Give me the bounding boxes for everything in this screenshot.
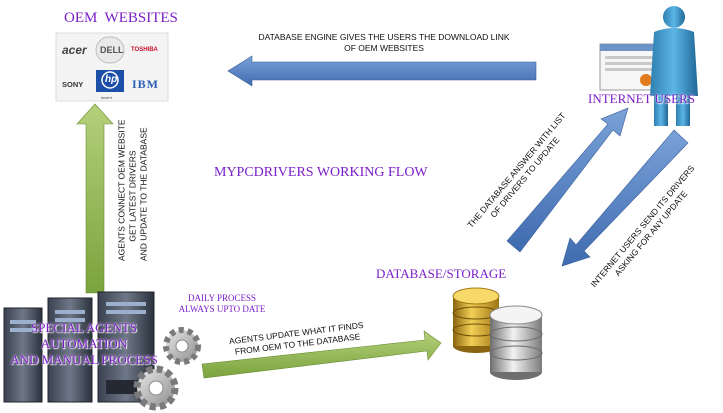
agents-label-line-2: AUTOMATION [40, 336, 128, 351]
oem-logo-panel [55, 32, 169, 102]
agents-connect-line-1: AGENTS CONNECT OEM WEBSITE [116, 119, 127, 261]
oem-websites-heading: OEM WEBSITES [64, 10, 178, 26]
ibm-logo: IBM [132, 77, 159, 91]
arrow-agents-to-oem [76, 103, 114, 294]
arrow-download-link [227, 55, 537, 87]
download-link-caption: DATABASE ENGINE GIVES THE USERS THE DOWN… [234, 32, 534, 54]
hp-logo: hp [105, 74, 118, 85]
internet-users-label: INTERNET USERS [588, 91, 696, 106]
daily-process-line-1: DAILY PROCESS [187, 293, 257, 303]
internet-user-figure [599, 6, 698, 126]
database-storage-label: DATABASE/STORAGE [376, 266, 507, 281]
toshiba-logo: TOSHIBA [131, 47, 158, 53]
hp-invent-tag: invent [101, 95, 112, 100]
arrow-db-answer [506, 107, 629, 253]
agents-connect-line-2: GET LATEST DRIVERS [127, 150, 138, 242]
download-link-line-1: DATABASE ENGINE GIVES THE USERS THE DOWN… [258, 32, 510, 42]
gears-icon [133, 327, 201, 411]
agents-label-line-1: SPECIAL AGENTS [30, 320, 138, 335]
dell-logo: DELL [100, 45, 124, 55]
agents-connect-caption: AGENTS CONNECT OEM WEBSITE GET LATEST DR… [116, 119, 150, 261]
sony-logo: SONY [62, 80, 84, 89]
page-title: MYPCDRIVERS WORKING FLOW [214, 165, 428, 180]
agents-label: SPECIAL AGENTS AUTOMATION AND MANUAL PRO… [4, 320, 164, 368]
arrow-agents-to-db [201, 330, 442, 379]
database-cylinders [452, 287, 543, 380]
arrow-users-request [561, 129, 689, 267]
agents-connect-line-3: AND UPDATE TO THE DATABASE [138, 127, 149, 261]
daily-process-line-2: ALWAYS UPTO DATE [178, 304, 266, 314]
download-link-line-2: OF OEM WEBSITES [344, 43, 424, 53]
daily-process-note: DAILY PROCESS ALWAYS UPTO DATE [170, 293, 274, 315]
agents-label-line-3: AND MANUAL PROCESS [10, 352, 158, 367]
acer-logo: acer [62, 43, 87, 57]
